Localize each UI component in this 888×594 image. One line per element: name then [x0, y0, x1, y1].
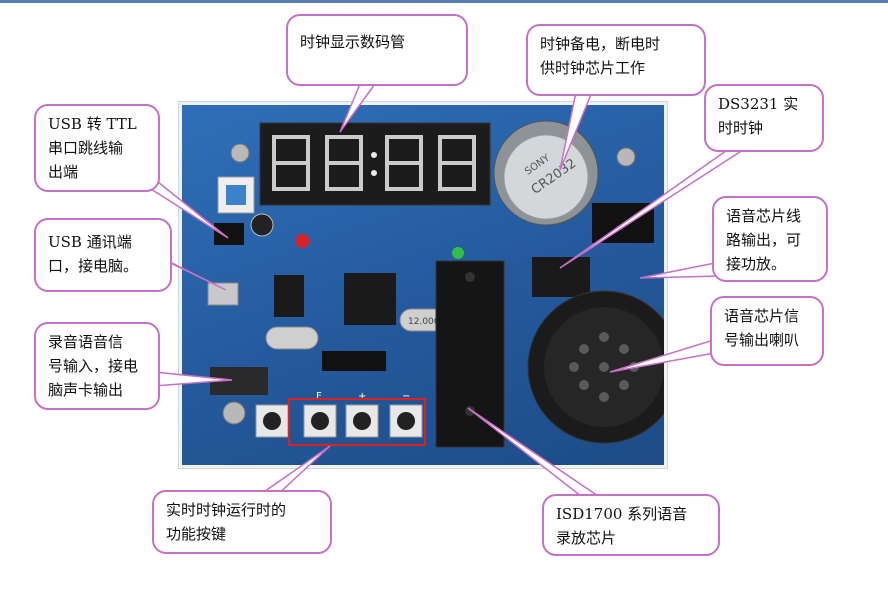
callout-display: 时钟显示数码管	[286, 14, 468, 86]
button-label-f: F	[316, 391, 322, 402]
callout-ds3231: DS3231 实 时时钟	[704, 84, 824, 152]
leader-keys	[255, 445, 331, 497]
callout-audio-out-text: 语音芯片线 路输出，可 接功放。	[726, 207, 802, 273]
keys-highlight-box	[288, 398, 426, 446]
mcu-chip	[344, 273, 396, 325]
callout-ds3231-text: DS3231 实 时时钟	[718, 95, 799, 137]
red-led	[295, 234, 309, 248]
leader-isd	[467, 407, 607, 501]
callout-display-text: 时钟显示数码管	[300, 33, 406, 51]
callout-keys: 实时时钟运行时的 功能按键	[152, 490, 332, 554]
jumper-header	[214, 223, 244, 245]
callout-usb-port-text: USB 通讯端 口，接电脑。	[48, 233, 139, 275]
ds3231-chip	[532, 257, 590, 297]
callout-record-in-text: 录音语音信 号输入，接电 脑声卡输出	[48, 333, 139, 399]
callout-keys-text: 实时时钟运行时的 功能按键	[166, 501, 287, 543]
callout-backup: 时钟备电，断电时 供时钟芯片工作	[526, 24, 706, 96]
screw-top-left	[230, 143, 250, 163]
crystal-2	[265, 326, 319, 350]
leader-audio-out	[639, 261, 721, 279]
callout-speaker-text: 语音芯片信 号输出喇叭	[724, 307, 800, 349]
top-rule	[0, 0, 888, 3]
usb-ic	[274, 275, 304, 317]
leader-speaker	[609, 336, 721, 373]
capacitor	[250, 213, 274, 237]
crystal-label: 12.000	[408, 317, 440, 327]
callout-usb-port: USB 通讯端 口，接电脑。	[34, 218, 172, 292]
pcb-board: CR2032 SONY 12.000	[179, 102, 681, 468]
pin-header	[322, 351, 386, 371]
callout-isd-text: ISD1700 系列语音 录放芯片	[556, 505, 688, 547]
callout-backup-text: 时钟备电，断电时 供时钟芯片工作	[540, 35, 661, 77]
callout-audio-out: 语音芯片线 路输出，可 接功放。	[712, 196, 828, 282]
button-label-minus: −	[402, 391, 410, 402]
leader-display	[339, 83, 377, 133]
leader-backup	[559, 91, 594, 171]
callout-isd: ISD1700 系列语音 录放芯片	[542, 494, 720, 556]
button-label-plus: +	[358, 391, 366, 402]
leader-record-in	[153, 371, 233, 387]
callout-usb-ttl: USB 转 TTL 串口跳线输 出端	[34, 104, 160, 192]
board-components: CR2032 SONY 12.000	[207, 120, 681, 448]
screw-bottom-left	[222, 401, 246, 425]
coin-battery	[503, 134, 589, 220]
callout-usb-ttl-text: USB 转 TTL 串口跳线输 出端	[48, 115, 137, 181]
function-buttons	[255, 404, 423, 438]
mini-usb-port	[207, 282, 239, 306]
callout-record-in: 录音语音信 号输入，接电 脑声卡输出	[34, 322, 160, 410]
screw-top-right	[616, 147, 636, 167]
green-led	[452, 247, 464, 259]
callout-speaker: 语音芯片信 号输出喇叭	[710, 296, 824, 366]
